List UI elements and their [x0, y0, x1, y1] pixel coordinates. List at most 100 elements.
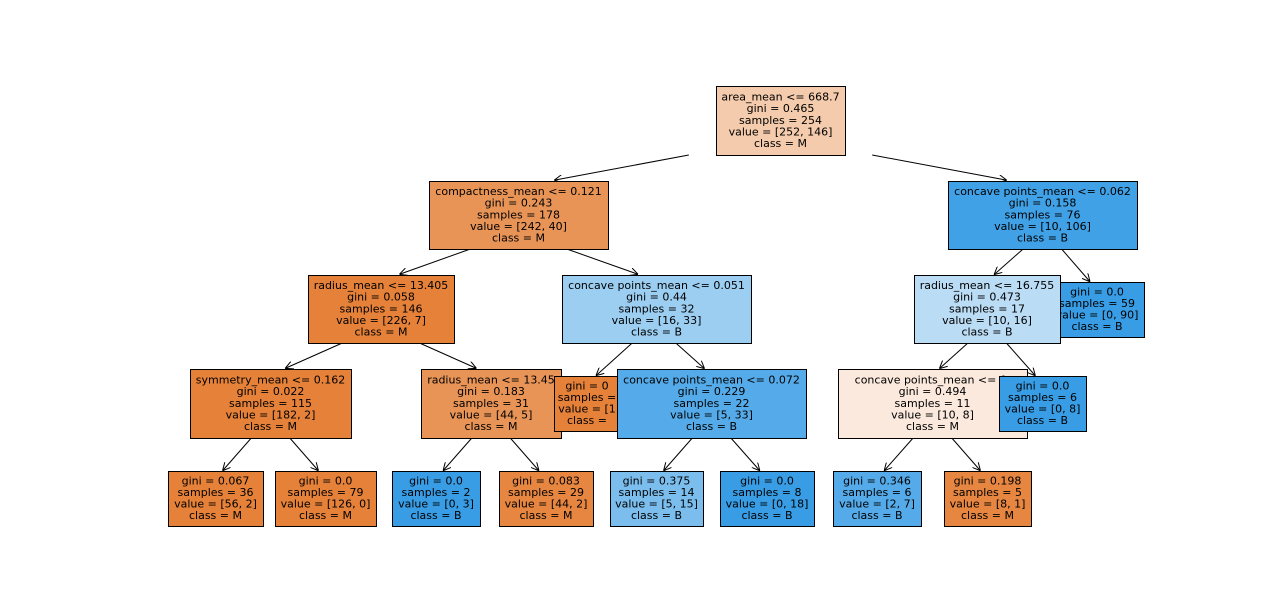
node-label-line: value = [10, 8]: [891, 408, 974, 421]
node-label-line: class = M: [754, 137, 807, 150]
node-label-line: class = M: [464, 420, 517, 433]
node-label-line: samples = 146: [340, 302, 423, 315]
node-box: [914, 275, 1061, 344]
node-label-line: class = B: [961, 326, 1012, 339]
tree-edge-n6-n8: [509, 437, 538, 470]
node-label-line: value = [0, 3]: [398, 498, 474, 511]
node-label-line: gini = 0.229: [678, 385, 746, 398]
node-label-line: class = M: [492, 232, 545, 245]
node-box: [275, 471, 377, 527]
tree-edge-n6-n7: [444, 437, 473, 470]
tree-edge-n0-n1: [555, 154, 689, 180]
node-label-line: gini = 0.473: [953, 291, 1021, 304]
node-box: [610, 471, 704, 527]
node-label-line: samples = 8: [733, 486, 802, 499]
tree-edge-n14-n20: [1061, 248, 1090, 281]
node-label-line: value = [182, 2]: [226, 408, 316, 421]
node-label-line: class = B: [1071, 320, 1122, 333]
node-label-line: class = B: [686, 420, 737, 433]
node-label-line: value = [10, 16]: [942, 314, 1032, 327]
node-label-line: value = [5, 33]: [670, 408, 753, 421]
node-label-line: gini = 0.494: [899, 385, 967, 398]
node-label-line: radius_mean <= 16.755: [920, 279, 1055, 292]
node-label-line: class = M: [961, 509, 1014, 522]
node-label-line: concave points_mean <= 0.051: [568, 279, 745, 292]
node-label-line: value = [5, 15]: [615, 498, 698, 511]
node-box: [392, 471, 481, 527]
node-label-line: gini = 0.0: [740, 474, 794, 487]
node-label-line: class = B: [410, 509, 461, 522]
node-label-line: value = [10, 106]: [994, 220, 1091, 233]
node-label-line: samples = 29: [508, 486, 584, 499]
node-label-line: value = [226, 7]: [336, 314, 426, 327]
node-label-line: radius_mean <= 13.45: [427, 374, 555, 387]
tree-edge-n9-n11: [675, 342, 704, 368]
tree-edge-n2-n6: [419, 342, 476, 368]
node-label-line: samples = 5: [953, 486, 1022, 499]
node-box: [190, 369, 352, 439]
tree-edge-n16-n18: [951, 437, 980, 470]
tree-edge-n0-n14: [872, 154, 1006, 180]
node-label-line: class = B: [741, 509, 792, 522]
node-label-line: samples = 178: [477, 208, 560, 221]
node-label-line: gini = 0.083: [512, 474, 580, 487]
node-label-line: class =: [567, 414, 607, 427]
node-label-line: class = B: [631, 326, 682, 339]
node-label-line: samples = 6: [843, 486, 912, 499]
node-label-line: gini = 0.243: [485, 197, 553, 210]
node-label-line: samples = 115: [229, 397, 312, 410]
tree-edge-n9-n10: [597, 342, 633, 375]
node-box: [716, 86, 846, 156]
node-label-line: samples = 31: [453, 397, 529, 410]
node-label-line: gini = 0.465: [747, 102, 815, 115]
tree-edge-n2-n3: [286, 342, 343, 368]
node-box: [554, 376, 621, 432]
node-label-line: value = [44, 5]: [450, 408, 533, 421]
node-label-line: value = [16, 33]: [612, 314, 702, 327]
node-label-line: concave points_mean <= 0.062: [954, 185, 1131, 198]
node-label-line: value = [0, 90]: [1056, 309, 1139, 322]
node-label-line: value = [44, 2]: [505, 498, 588, 511]
tree-edge-n1-n2: [400, 248, 471, 274]
node-label-line: radius_mean <= 13.405: [314, 279, 449, 292]
node-label-line: gini = 0.0: [1016, 379, 1070, 392]
tree-edges: [223, 154, 1090, 470]
node-label-line: concave points_mean <= 0.: [855, 374, 1011, 387]
node-label-line: class = B: [1017, 414, 1068, 427]
node-label-line: gini = 0.0: [299, 474, 353, 487]
node-label-line: symmetry_mean <= 0.162: [196, 374, 345, 387]
tree-node-n16: concave points_mean <= 0.gini = 0.494sam…: [838, 369, 1028, 439]
tree-edge-n3-n4: [223, 437, 252, 470]
node-label-line: samples = 14: [619, 486, 695, 499]
node-label-line: concave points_mean <= 0.072: [623, 374, 800, 387]
node-label-line: gini = 0.0: [1070, 285, 1124, 298]
node-label-line: class = M: [189, 509, 242, 522]
node-box: [720, 471, 815, 527]
node-box: [948, 181, 1138, 250]
node-label-line: gini = 0.44: [626, 291, 687, 304]
node-box: [1050, 282, 1145, 338]
node-label-line: gini = 0.022: [237, 385, 305, 398]
node-box: [421, 369, 562, 439]
node-label-line: value = [56, 2]: [174, 498, 257, 511]
node-label-line: gini = 0.158: [1009, 197, 1077, 210]
node-label-line: gini = 0.067: [182, 474, 250, 487]
node-box: [838, 369, 1028, 439]
node-label-line: samples = 17: [949, 302, 1025, 315]
node-label-line: value = [1: [558, 403, 616, 416]
node-label-line: class = M: [519, 509, 572, 522]
node-label-line: class = M: [354, 326, 407, 339]
node-label-line: gini = 0.375: [623, 474, 691, 487]
node-box: [944, 471, 1032, 527]
node-label-line: samples = 32: [619, 302, 695, 315]
